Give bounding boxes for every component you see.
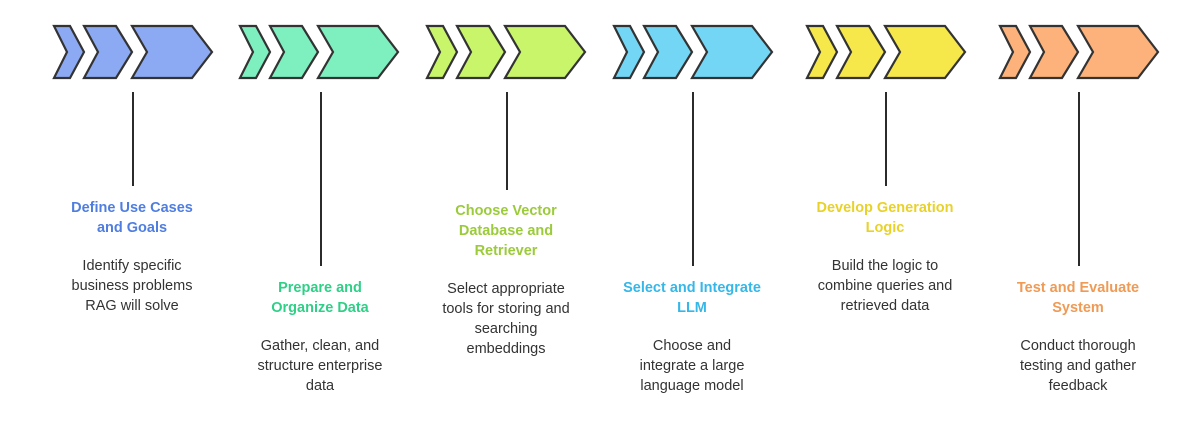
step-description: Gather, clean, and structure enterprise da… [225, 336, 415, 396]
step-title-line: Choose Vector [455, 203, 557, 219]
connector-line [132, 92, 134, 186]
chevron-arrows-icon [612, 24, 774, 80]
step-description: Select appropriate tools for storing and s… [411, 279, 601, 359]
step-description-line: Gather, clean, and [260, 338, 380, 354]
step-description-line: RAG will solve [85, 298, 179, 314]
step-title-line: Define Use Cases [71, 200, 193, 216]
chevron-2 [642, 24, 694, 80]
chevron-2 [268, 24, 320, 80]
step-title-line: Database and [458, 223, 554, 239]
chevron-2 [82, 24, 134, 80]
step-description: Conduct thorough testing and gather feedba… [983, 336, 1173, 396]
chevron-1 [52, 24, 86, 80]
chevron-3 [690, 24, 774, 80]
step-1-chevrons [52, 20, 242, 86]
step-description-line: testing and gather [1019, 358, 1137, 374]
step-2-chevrons [238, 20, 428, 86]
step-description: Choose and integrate a large language mode… [597, 336, 787, 396]
chevron-1 [998, 24, 1032, 80]
step-description-line: retrieved data [840, 298, 930, 314]
step-title-line: Organize Data [271, 300, 369, 316]
chevron-3 [316, 24, 400, 80]
chevron-3 [883, 24, 967, 80]
step-description-line: feedback [1048, 378, 1108, 394]
step-description-line: embeddings [466, 341, 546, 357]
step-title-line: Test and Evaluate [1016, 280, 1140, 296]
step-description-line: structure enterprise [257, 358, 383, 374]
step-description-line: business problems [71, 278, 193, 294]
chevron-2 [835, 24, 887, 80]
step-description-line: searching [474, 321, 538, 337]
chevron-1 [805, 24, 839, 80]
step-description-line: Select appropriate [447, 281, 565, 297]
step-title-line: and Goals [96, 220, 168, 236]
step-6-chevrons [998, 20, 1188, 86]
step-title-line: System [1052, 300, 1104, 316]
step-title: Define Use Cases and Goals [37, 198, 227, 238]
connector-line [885, 92, 887, 186]
step-4-chevrons [612, 20, 802, 86]
connector-line [1078, 92, 1080, 266]
step-title-line: Develop Generation [816, 200, 954, 216]
chevron-arrows-icon [52, 24, 214, 80]
chevron-2 [1028, 24, 1080, 80]
step-3-chevrons [425, 20, 615, 86]
chevron-1 [238, 24, 272, 80]
step-description-line: data [305, 378, 335, 394]
chevron-1 [425, 24, 459, 80]
connector-line [692, 92, 694, 266]
chevron-3 [503, 24, 587, 80]
step-title-line: Logic [865, 220, 905, 236]
step-5-chevrons [805, 20, 995, 86]
chevron-3 [1076, 24, 1160, 80]
chevron-arrows-icon [998, 24, 1160, 80]
chevron-3 [130, 24, 214, 80]
step-description-line: Identify specific [82, 258, 182, 274]
chevron-arrows-icon [805, 24, 967, 80]
connector-line [506, 92, 508, 190]
step-description-line: language model [640, 378, 744, 394]
step-title-line: LLM [677, 300, 707, 316]
step-description-line: combine queries and [817, 278, 953, 294]
step-description-line: Conduct thorough [1020, 338, 1136, 354]
chevron-arrows-icon [425, 24, 587, 80]
step-title-line: Prepare and [278, 280, 362, 296]
step-description-line: integrate a large [639, 358, 745, 374]
step-title-line: Select and Integrate [623, 280, 761, 296]
chevron-arrows-icon [238, 24, 400, 80]
step-description-line: Choose and [652, 338, 732, 354]
step-description: Build the logic to combine queries and ret… [790, 256, 980, 316]
step-title-line: Retriever [474, 243, 538, 259]
step-description-line: tools for storing and [442, 301, 570, 317]
chevron-2 [455, 24, 507, 80]
step-description-line: Build the logic to [831, 258, 939, 274]
chevron-1 [612, 24, 646, 80]
connector-line [320, 92, 322, 266]
